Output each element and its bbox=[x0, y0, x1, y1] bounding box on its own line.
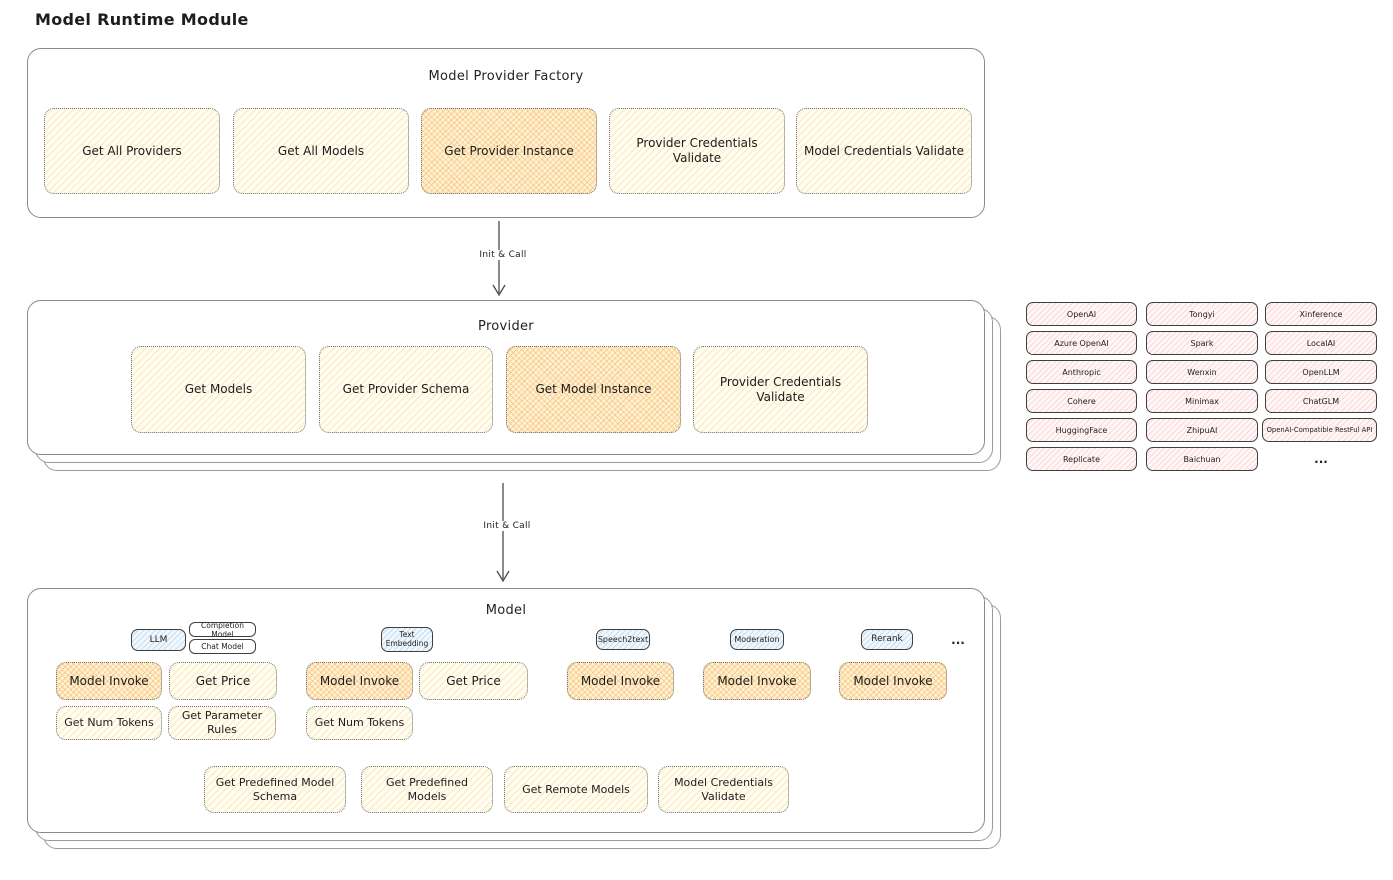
op-get-model-instance: Get Model Instance bbox=[506, 346, 681, 433]
op-model-credentials-validate: Model Credentials Validate bbox=[796, 108, 972, 194]
arrow-provider-to-model bbox=[496, 483, 510, 583]
op-provider-credentials-validate: Provider Credentials Validate bbox=[609, 108, 785, 194]
op-model-invoke-llm: Model Invoke bbox=[56, 662, 162, 700]
provider-wenxin: Wenxin bbox=[1146, 360, 1258, 384]
provider-cohere: Cohere bbox=[1026, 389, 1137, 413]
op-get-provider-instance: Get Provider Instance bbox=[421, 108, 597, 194]
op-model-invoke-embedding: Model Invoke bbox=[306, 662, 413, 700]
provider-replicate: Replicate bbox=[1026, 447, 1137, 471]
op-get-models: Get Models bbox=[131, 346, 306, 433]
tab-text-embedding: Text Embedding bbox=[381, 627, 433, 652]
op-get-parameter-rules: Get Parameter Rules bbox=[168, 706, 276, 740]
op-get-num-tokens-llm: Get Num Tokens bbox=[56, 706, 162, 740]
op-get-price-llm: Get Price bbox=[169, 662, 277, 700]
init-call-label-1: Init & Call bbox=[468, 250, 538, 260]
provider-openai: OpenAI bbox=[1026, 302, 1137, 326]
op-get-predefined-models: Get Predefined Models bbox=[361, 766, 493, 813]
op-model-invoke-moderation: Model Invoke bbox=[703, 662, 811, 700]
op-get-all-providers: Get All Providers bbox=[44, 108, 220, 194]
arrow-factory-to-provider bbox=[492, 221, 506, 297]
tab-chat-model: Chat Model bbox=[189, 639, 256, 654]
tab-completion-model: Completion Model bbox=[189, 621, 256, 639]
factory-container: Model Provider Factory Get All Providers… bbox=[27, 48, 985, 218]
op-get-remote-models: Get Remote Models bbox=[504, 766, 648, 813]
provider-baichuan: Baichuan bbox=[1146, 447, 1258, 471]
factory-title: Model Provider Factory bbox=[428, 69, 584, 84]
op-model-credentials-validate-2: Model Credentials Validate bbox=[658, 766, 789, 813]
provider-chatglm: ChatGLM bbox=[1265, 389, 1377, 413]
tab-llm: LLM bbox=[131, 629, 186, 651]
provider-zhipuai: ZhipuAI bbox=[1146, 418, 1258, 442]
providers-grid: OpenAI Tongyi Xinference Azure OpenAI Sp… bbox=[1026, 302, 1378, 472]
tabs-more-ellipsis: ... bbox=[951, 632, 965, 647]
init-call-label-2: Init & Call bbox=[472, 521, 542, 531]
provider-openllm: OpenLLM bbox=[1265, 360, 1377, 384]
provider-openai-compatible: OpenAI-Compatible RestFul API bbox=[1262, 418, 1377, 442]
provider-container: Provider Get Models Get Provider Schema … bbox=[27, 300, 985, 455]
op-provider-credentials-validate-2: Provider Credentials Validate bbox=[693, 346, 868, 433]
provider-azure-openai: Azure OpenAI bbox=[1026, 331, 1137, 355]
op-get-provider-schema: Get Provider Schema bbox=[319, 346, 493, 433]
provider-title: Provider bbox=[478, 319, 534, 334]
tab-speech2text: Speech2text bbox=[596, 629, 650, 650]
op-get-num-tokens-embedding: Get Num Tokens bbox=[306, 706, 413, 740]
model-container: Model LLM Completion Model Chat Model Te… bbox=[27, 588, 985, 833]
provider-anthropic: Anthropic bbox=[1026, 360, 1137, 384]
provider-spark: Spark bbox=[1146, 331, 1258, 355]
op-get-predefined-model-schema: Get Predefined Model Schema bbox=[204, 766, 346, 813]
op-model-invoke-speech2text: Model Invoke bbox=[567, 662, 674, 700]
op-get-all-models: Get All Models bbox=[233, 108, 409, 194]
provider-localai: LocalAI bbox=[1265, 331, 1377, 355]
provider-xinference: Xinference bbox=[1265, 302, 1377, 326]
provider-tongyi: Tongyi bbox=[1146, 302, 1258, 326]
op-get-price-embedding: Get Price bbox=[419, 662, 528, 700]
page-title: Model Runtime Module bbox=[35, 10, 249, 29]
provider-minimax: Minimax bbox=[1146, 389, 1258, 413]
op-model-invoke-rerank: Model Invoke bbox=[839, 662, 947, 700]
model-title: Model bbox=[485, 603, 527, 618]
providers-more-ellipsis: ... bbox=[1314, 452, 1328, 466]
tab-moderation: Moderation bbox=[730, 629, 784, 650]
tab-rerank: Rerank bbox=[861, 629, 913, 650]
provider-huggingface: HuggingFace bbox=[1026, 418, 1137, 442]
